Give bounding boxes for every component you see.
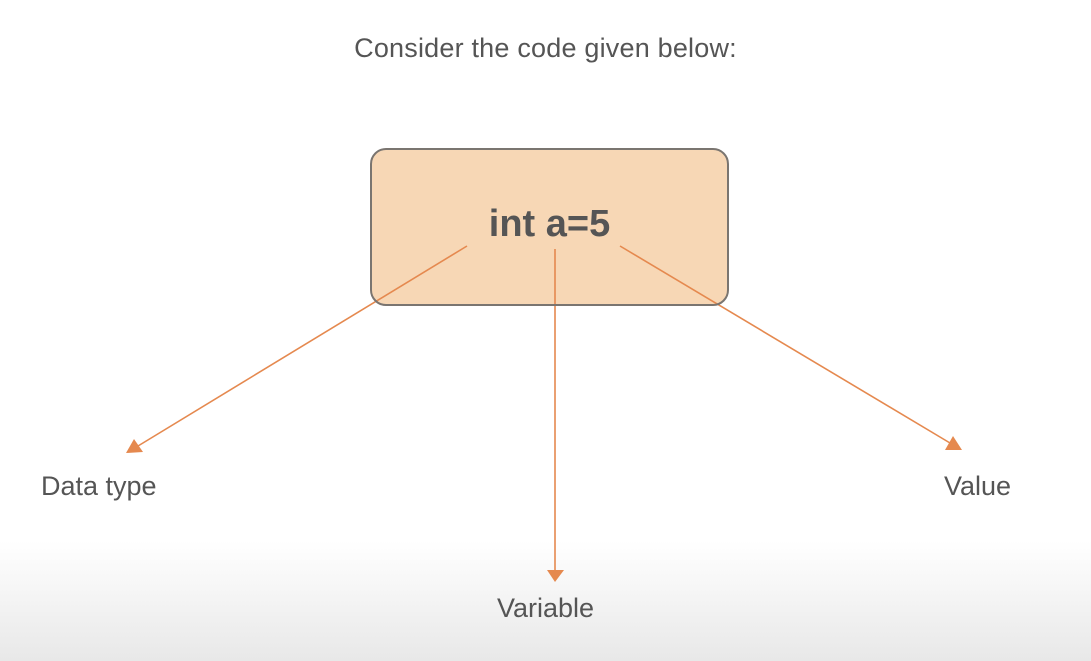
code-box xyxy=(370,148,729,306)
arrowhead-data-type xyxy=(126,439,143,453)
page-title: Consider the code given below: xyxy=(354,33,737,63)
label-data-type: Data type xyxy=(41,471,157,501)
code-snippet: int a=5 xyxy=(488,203,611,245)
arrow-line-data-type xyxy=(137,245,468,447)
arrowhead-variable xyxy=(547,570,564,582)
label-variable: Variable xyxy=(497,593,595,623)
arrow-line-value xyxy=(619,245,951,444)
code-box-fill xyxy=(371,149,728,305)
arrowhead-value xyxy=(945,436,962,450)
label-value: Value xyxy=(944,471,1012,501)
